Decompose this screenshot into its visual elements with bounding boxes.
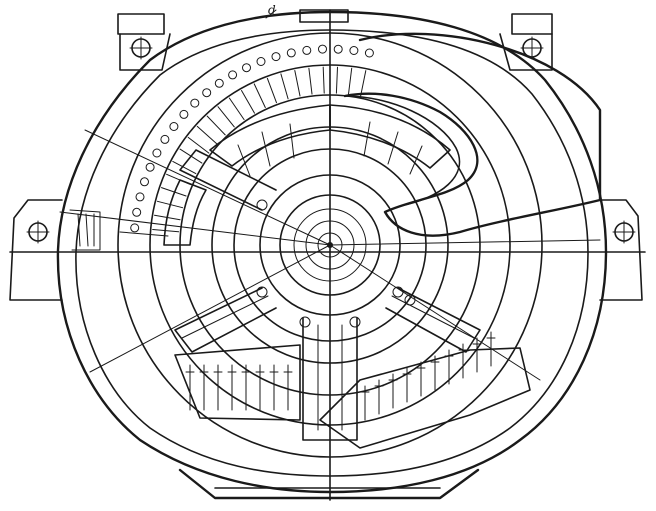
lower-coil	[269, 364, 279, 411]
winding-slot	[217, 106, 235, 128]
spiral-cover-outline	[343, 32, 602, 237]
coil-end	[140, 177, 149, 187]
winding-slot	[206, 115, 226, 136]
coil-end	[228, 70, 238, 80]
coil-end	[145, 162, 155, 172]
coil-end	[169, 122, 179, 131]
spoke-lower-left	[174, 287, 277, 353]
left-top-lug	[117, 13, 165, 35]
coil-end	[160, 134, 170, 144]
lower-coil	[360, 385, 370, 421]
right-top-lug	[511, 13, 553, 35]
lower-coil	[472, 337, 482, 373]
coil-end	[349, 46, 359, 55]
lower-coil	[486, 331, 496, 367]
rotor-poles-upper	[163, 104, 451, 246]
winding-slot	[161, 187, 187, 197]
rotor-spokes	[174, 149, 481, 441]
winding-slot	[253, 83, 266, 108]
right-foot	[599, 199, 643, 301]
winding-block-lower-left	[174, 344, 301, 421]
winding-slot	[241, 90, 255, 114]
lower-coil	[388, 373, 398, 409]
coil-end	[302, 45, 312, 55]
coil-end	[242, 63, 251, 73]
winding-slot	[172, 160, 197, 175]
section-lines	[9, 9, 646, 501]
stator-housing	[56, 10, 608, 494]
winding-block-lower-right	[319, 347, 531, 449]
coil-end	[179, 109, 189, 119]
winding-slot	[187, 136, 210, 154]
coil-end	[214, 78, 224, 88]
top-center-block	[299, 9, 349, 23]
lower-coil	[444, 349, 454, 385]
left-foot	[9, 199, 63, 301]
winding-slot	[308, 67, 313, 95]
drawing-label: d	[268, 3, 276, 17]
winding-slot	[228, 97, 245, 121]
lower-coil	[213, 364, 223, 411]
coil-end	[271, 52, 281, 62]
spoke-bottom	[302, 317, 358, 441]
spoke-lower-right	[385, 287, 481, 353]
coil-end	[286, 48, 296, 58]
coil-end	[130, 223, 140, 233]
coil-end	[318, 44, 327, 54]
pole-shoe-left	[163, 179, 207, 246]
housing-outer-contour	[56, 10, 608, 494]
section-line-lower-right	[329, 244, 541, 381]
lower-coil	[255, 364, 265, 411]
coil-end	[135, 192, 145, 202]
lower-coil	[374, 379, 384, 415]
right-top-lug-body	[499, 33, 553, 71]
lower-coil	[199, 364, 209, 411]
coil-end	[333, 44, 343, 54]
spiral-inner-edge	[344, 95, 461, 207]
coil-end	[152, 148, 162, 158]
lower-coil	[241, 364, 251, 411]
winding-slot	[335, 66, 338, 94]
spiral-cover	[343, 32, 602, 237]
lower-coil	[430, 355, 440, 391]
winding-slot	[179, 148, 203, 164]
side-mounting-feet	[9, 199, 643, 301]
coil-end	[132, 207, 142, 217]
lower-coil	[283, 364, 293, 411]
winding-slot	[196, 125, 218, 145]
base-frame	[178, 468, 480, 500]
lower-coil	[416, 361, 426, 397]
left-top-lug-body	[119, 33, 171, 71]
coil-end	[364, 48, 374, 58]
winding-slot	[360, 70, 367, 97]
coil-end	[202, 88, 212, 98]
left-bracing	[69, 209, 169, 251]
section-line-upper-left	[84, 129, 331, 246]
lower-coil	[227, 364, 237, 411]
winding-slot	[322, 66, 325, 94]
stator-windings-upper	[130, 44, 374, 233]
coil-end	[190, 98, 200, 108]
housing-inner-contour	[75, 29, 589, 477]
lower-coil	[402, 367, 412, 403]
stator-windings-lower	[174, 331, 531, 449]
winding-slot	[294, 70, 301, 97]
lower-coil	[185, 364, 195, 411]
pole-shoe-upper-right	[329, 104, 451, 169]
section-line-lower-left	[89, 244, 331, 373]
bottom-base	[178, 468, 480, 500]
winding-slot	[348, 67, 353, 95]
coil-end	[256, 57, 266, 66]
spoke-upper-left	[179, 149, 277, 211]
lower-coil	[458, 343, 468, 379]
winding-slot	[266, 77, 277, 104]
winding-slot	[280, 73, 289, 100]
